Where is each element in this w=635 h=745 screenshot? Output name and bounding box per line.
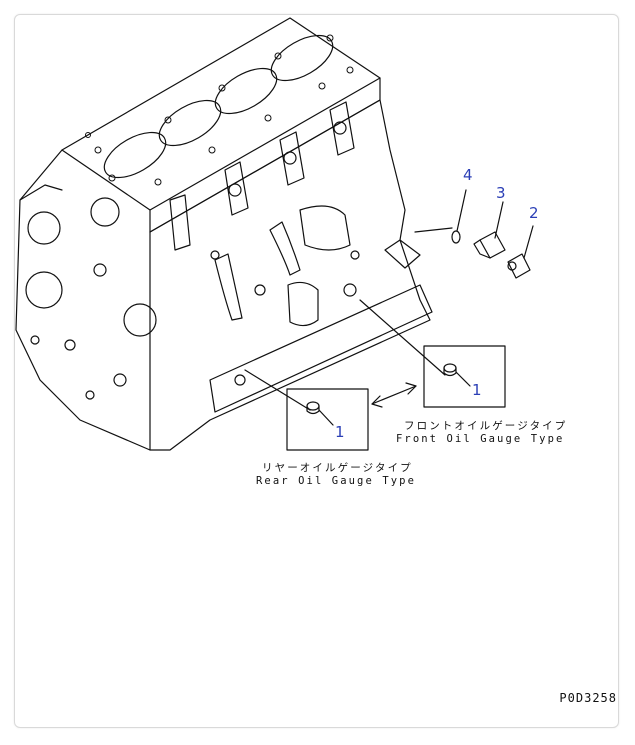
rear-type-label-jp: リヤーオイルゲージタイプ	[262, 462, 413, 474]
cylinder-bore	[103, 131, 167, 179]
front-bore-hole	[123, 303, 157, 337]
connector-part-3	[479, 231, 506, 259]
drawing-code: P0D3258	[559, 691, 617, 705]
callout-3: 3	[496, 184, 506, 202]
o-ring-part-4	[451, 230, 461, 244]
front-bore-hole	[25, 271, 63, 309]
leader-port	[414, 227, 453, 233]
plug-icon-front	[443, 363, 457, 373]
sensor-part-2	[507, 253, 531, 279]
rear-detail-box	[286, 388, 369, 451]
block-front-face	[15, 149, 151, 451]
callout-1-rear: 1	[335, 423, 345, 441]
cylinder-bore	[214, 67, 278, 115]
front-detail-box	[423, 345, 506, 408]
leader-front	[359, 299, 446, 376]
front-bore-hole	[27, 211, 61, 245]
plug-icon-rear	[306, 401, 320, 411]
leader-rear	[244, 369, 311, 411]
front-bore-hole	[90, 197, 120, 227]
front-type-label-en: Front Oil Gauge Type	[396, 433, 565, 445]
callout-1-front: 1	[472, 381, 482, 399]
callout-2: 2	[529, 204, 539, 222]
block-right-face	[149, 99, 431, 451]
callout-4: 4	[463, 166, 473, 184]
rear-type-label-en: Rear Oil Gauge Type	[256, 475, 417, 487]
double-arrow	[371, 385, 417, 405]
cylinder-bore	[158, 99, 222, 147]
oil-pan-rail	[209, 284, 433, 413]
front-type-label-jp: フロントオイルゲージタイプ	[404, 420, 568, 432]
